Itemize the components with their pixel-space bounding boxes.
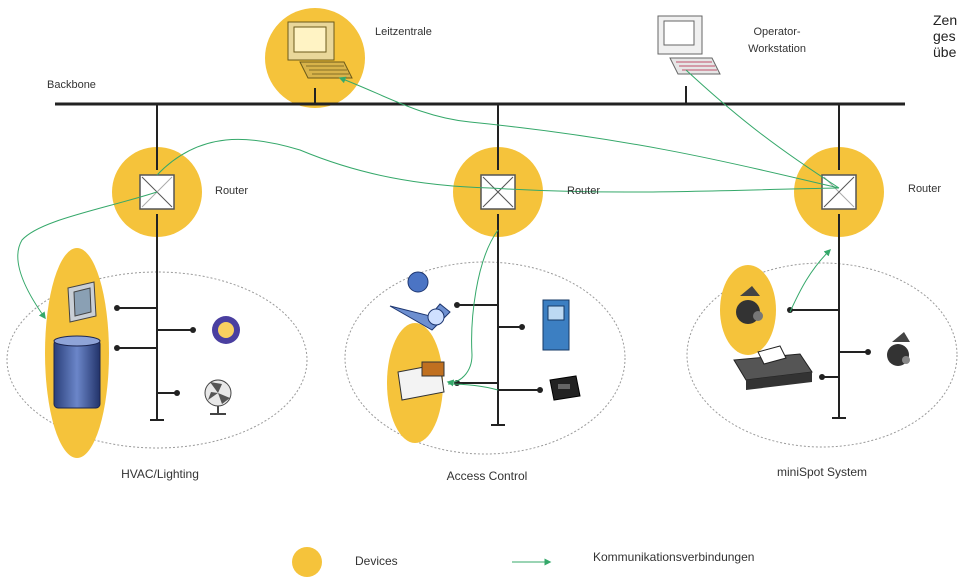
leitzentrale-computer-icon [287, 21, 353, 79]
router-3-label: Router [908, 183, 942, 195]
minispot-cluster [686, 262, 958, 448]
backbone-label: Backbone [47, 79, 96, 91]
router-1-label: Router [215, 185, 249, 197]
thermostat-icon [67, 281, 97, 323]
access-label: Access Control [446, 469, 528, 483]
side-text-2: ges [933, 28, 956, 44]
light-bulb-icon [212, 316, 240, 344]
access-branches [457, 304, 540, 391]
side-text-3: übe [933, 44, 957, 60]
legend-connections-label: Kommunikationsverbindungen [593, 550, 755, 564]
minispot-branch-dots [787, 307, 871, 380]
operator-workstation-icon [657, 15, 721, 75]
access-cluster [344, 261, 626, 455]
minispot-sensor-icon [887, 332, 910, 366]
router-2-icon [480, 174, 516, 210]
reader-pad-icon [549, 375, 581, 401]
communication-paths [17, 69, 840, 391]
side-text-1: Zen [933, 12, 958, 28]
minispot-label: miniSpot System [776, 465, 868, 479]
legend-devices-label: Devices [355, 554, 398, 568]
minispot-device-icon [736, 286, 763, 324]
minispot-base-station-icon [733, 345, 813, 390]
legend-devices-swatch [292, 547, 322, 577]
key-icon [389, 271, 451, 331]
leitzentrale-label: Leitzentrale [375, 26, 432, 38]
fan-icon [204, 379, 232, 415]
router-2-label: Router [567, 185, 601, 197]
operator-label-2: Workstation [748, 43, 806, 55]
hvac-branches [117, 307, 193, 394]
hvac-label: HVAC/Lighting [121, 467, 199, 481]
operator-label-1: Operator- [753, 26, 801, 38]
card-reader-icon [397, 361, 445, 401]
access-panel-icon [542, 299, 570, 351]
hvac-branch-dots [114, 305, 196, 396]
hvac-cabinet-icon [53, 335, 101, 409]
